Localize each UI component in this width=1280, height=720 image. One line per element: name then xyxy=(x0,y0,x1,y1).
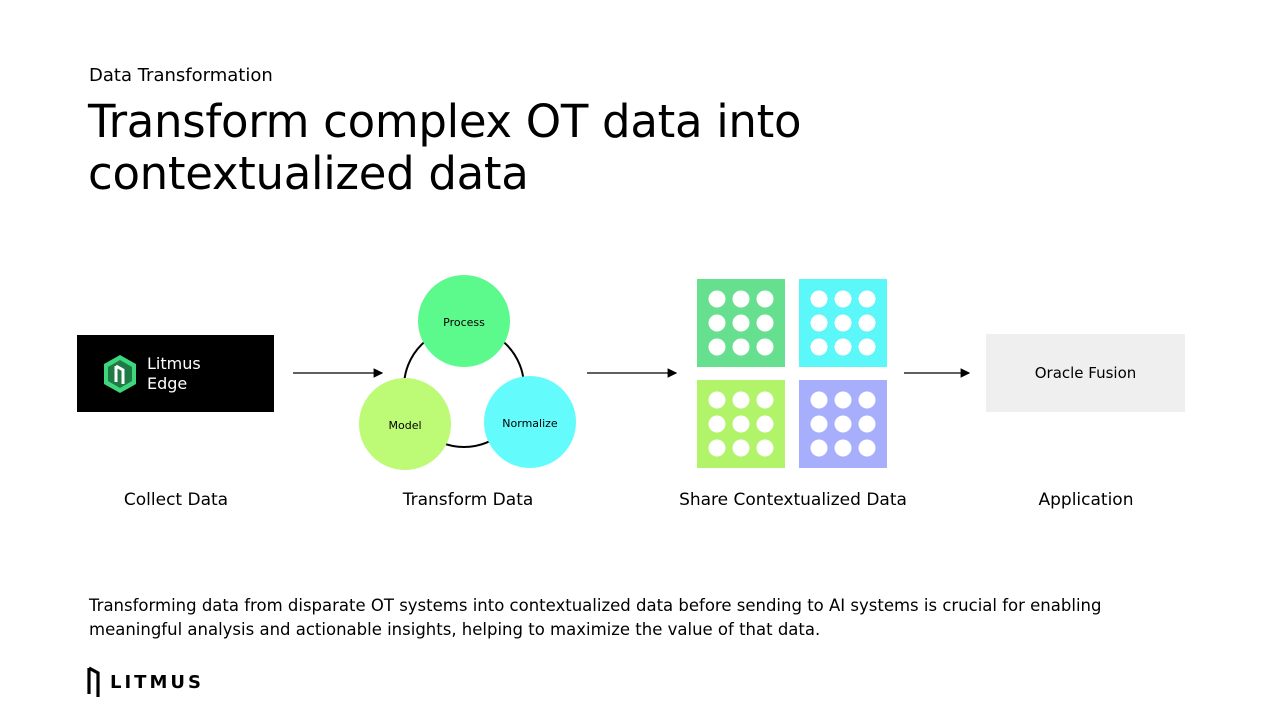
grid-dot xyxy=(810,338,828,356)
grid-dot xyxy=(708,439,726,457)
grid-dot xyxy=(810,290,828,308)
grid-dot xyxy=(708,415,726,433)
normalize-label: Normalize xyxy=(502,417,558,430)
grid-dot xyxy=(756,314,774,332)
stage-label-application: Application xyxy=(1038,490,1134,510)
grid-svg xyxy=(697,380,785,468)
footer-brand: LITMUS xyxy=(87,666,204,698)
normalize-circle xyxy=(484,376,576,468)
stage-label-share: Share Contextualized Data xyxy=(679,490,907,510)
grid-svg xyxy=(799,279,887,367)
grid-dot xyxy=(810,314,828,332)
stage-label-collect: Collect Data xyxy=(123,490,229,510)
grid-dot xyxy=(834,391,852,409)
model-label: Model xyxy=(388,419,421,432)
grid-dot xyxy=(732,391,750,409)
grid-dot xyxy=(810,415,828,433)
grid-dot xyxy=(708,391,726,409)
data-grid-green xyxy=(697,279,785,367)
description-text: Transforming data from disparate OT syst… xyxy=(89,594,1209,642)
grid-dot xyxy=(708,290,726,308)
grid-dot xyxy=(834,314,852,332)
grid-dot xyxy=(858,391,876,409)
oracle-fusion-box: Oracle Fusion xyxy=(986,334,1185,412)
litmus-edge-box: Litmus Edge xyxy=(77,335,274,412)
page-title-line-2: contextualized data xyxy=(88,147,529,200)
grid-dot xyxy=(708,338,726,356)
data-grid-lavender xyxy=(799,380,887,468)
litmus-edge-text: Litmus Edge xyxy=(147,354,201,394)
grid-dot xyxy=(708,314,726,332)
grid-dot xyxy=(834,415,852,433)
process-circle xyxy=(418,275,510,367)
page-title: Transform complex OT data into contextua… xyxy=(88,96,1088,200)
grid-dot xyxy=(858,290,876,308)
footer-brand-wordmark: LITMUS xyxy=(110,671,204,693)
grid-dot xyxy=(858,338,876,356)
page-title-line-1: Transform complex OT data into xyxy=(88,95,802,148)
grid-dot xyxy=(756,391,774,409)
litmus-edge-line-1: Litmus xyxy=(147,354,201,373)
litmus-mark-icon xyxy=(87,666,100,697)
grid-dot xyxy=(834,338,852,356)
data-grid-cyan xyxy=(799,279,887,367)
grid-dot xyxy=(756,415,774,433)
oracle-fusion-text: Oracle Fusion xyxy=(1034,364,1137,382)
grid-svg xyxy=(799,380,887,468)
model-circle xyxy=(359,378,451,470)
grid-dot xyxy=(810,439,828,457)
grid-dot xyxy=(732,314,750,332)
grid-dot xyxy=(756,439,774,457)
litmus-hexagon-icon xyxy=(104,355,136,393)
grid-dot xyxy=(858,314,876,332)
grid-dot xyxy=(810,391,828,409)
grid-dot xyxy=(732,415,750,433)
grid-dot xyxy=(756,338,774,356)
data-grid-lime xyxy=(697,380,785,468)
grid-dot xyxy=(756,290,774,308)
grid-dot xyxy=(732,338,750,356)
grid-dot xyxy=(858,439,876,457)
grid-dot xyxy=(732,290,750,308)
grid-dot xyxy=(834,439,852,457)
grid-dot xyxy=(858,415,876,433)
grid-dot xyxy=(834,290,852,308)
stage-label-transform: Transform Data xyxy=(402,490,534,510)
grid-svg xyxy=(697,279,785,367)
section-eyebrow: Data Transformation xyxy=(89,65,273,86)
description-line-1: Transforming data from disparate OT syst… xyxy=(89,596,1102,615)
description-line-2: meaningful analysis and actionable insig… xyxy=(89,620,821,639)
process-label: Process xyxy=(443,316,485,329)
grid-dot xyxy=(732,439,750,457)
litmus-edge-line-2: Edge xyxy=(147,374,188,393)
